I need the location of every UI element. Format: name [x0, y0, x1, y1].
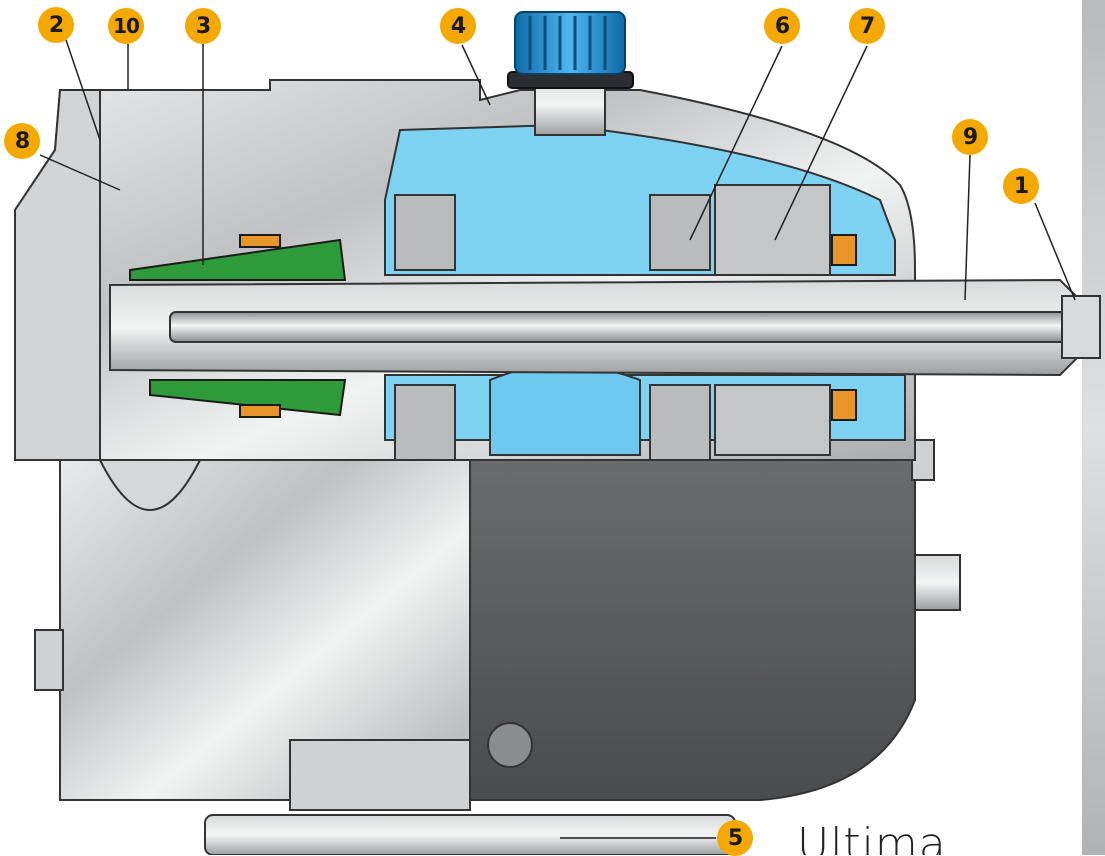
leader-1: [1034, 202, 1076, 301]
callout-9: 9: [952, 119, 988, 155]
shaft-seal-rear-upper: [831, 234, 857, 266]
seal-upper: [129, 238, 347, 281]
callout-10: 10: [108, 8, 144, 44]
leader-6: [689, 45, 783, 241]
vent-cap: [514, 11, 626, 75]
vent-cap-ribs: [528, 16, 607, 70]
callout-4: 4: [440, 8, 476, 44]
callout-3: 3: [185, 8, 221, 44]
bearing-front-upper: [394, 194, 456, 271]
leader-2: [65, 39, 101, 141]
bearing-spacer-arc: [489, 364, 641, 456]
housing-bolt: [487, 722, 533, 768]
pump-foot: [204, 814, 736, 855]
leader-7: [774, 45, 868, 241]
callout-1: 1: [1003, 168, 1039, 204]
bearing-front-lower: [394, 384, 456, 461]
rear-bearing-block: [714, 184, 831, 276]
product-caption: Ultima: [797, 823, 947, 855]
seal-ring-orange-lower: [239, 404, 281, 418]
bearing-rear-lower: [649, 384, 711, 461]
leader-lines: [39, 39, 1076, 839]
adapter-recess: [98, 459, 202, 511]
seal-ring-orange-upper: [239, 234, 281, 248]
callout-2: 2: [38, 7, 74, 43]
rear-bearing-block-lower: [714, 384, 831, 456]
seal-lower: [149, 379, 347, 417]
bearing-rear-upper: [649, 194, 711, 271]
callout-7: 7: [849, 8, 885, 44]
shaft-seal-rear-lower: [831, 389, 857, 421]
front-cover: [14, 89, 101, 461]
bearing-housing-lower: [469, 459, 916, 801]
leader-9: [964, 154, 971, 301]
left-bolt-head: [34, 629, 64, 691]
callout-8: 8: [4, 123, 40, 159]
leader-8: [39, 154, 121, 191]
pull-rod: [169, 311, 1091, 343]
callout-5: 5: [717, 820, 753, 856]
shaft-nut: [1061, 295, 1101, 359]
side-nut: [914, 554, 961, 611]
adapter-bore: [289, 739, 471, 811]
callout-6: 6: [764, 8, 800, 44]
leader-4: [461, 44, 491, 106]
brushed-metal-strip: [1082, 0, 1105, 855]
